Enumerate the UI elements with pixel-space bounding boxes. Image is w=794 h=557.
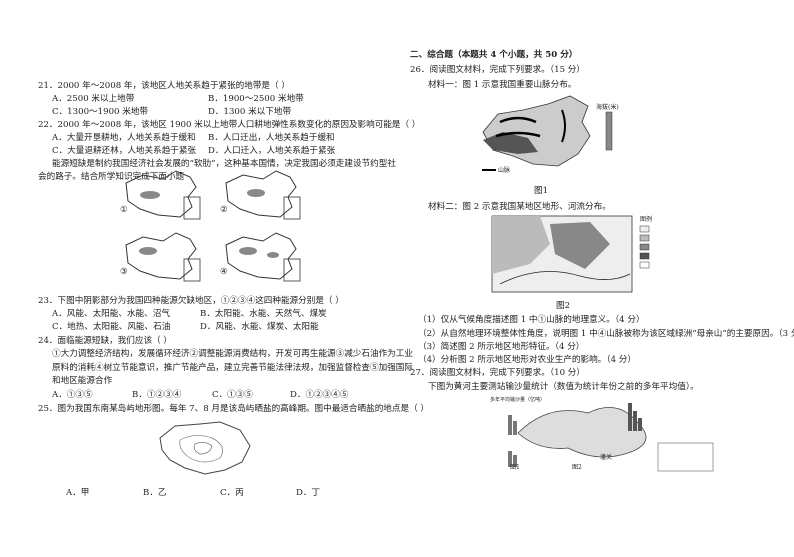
map-3: [125, 232, 201, 282]
q22-option-d: D．人口迁入，人地关系趋于紧张: [208, 146, 336, 156]
q26-sub-1: （1）仅从气候角度描述图 1 中①山脉的地理意义。（4 分）: [418, 315, 645, 325]
q25-option-b: B．乙: [143, 488, 167, 498]
figure-1-legend-title: 海拔(米): [596, 104, 619, 111]
map-1: [125, 170, 201, 220]
q25-stem: 25．图为我国东南某岛屿地形图。每年 7、8 月是该岛屿晒盐的高峰期。图中最适合…: [38, 404, 430, 414]
map-label-4: ④: [220, 267, 228, 277]
material-2: 材料二：图 2 示意我国某地区地形、河流分布。: [428, 202, 611, 212]
q27-text: 下图为黄河主要测站输沙量统计（数值为统计年份之前的多年平均值）。: [428, 382, 699, 392]
map-label-2: ②: [220, 205, 228, 215]
q24-stem: 24．面临能源短缺，我们应该（ ）: [38, 336, 172, 346]
q23-stem: 23．下图中阴影部分为我国四种能源欠缺地区，①②③④这四种能源分别是（ ）: [38, 296, 344, 306]
chart-title: 多年平均输沙量（亿吨）: [490, 397, 546, 403]
q24-body-3: 和地区能源合作: [52, 376, 113, 386]
map-label-1: ①: [120, 205, 128, 215]
q23-option-c: C．地热、太阳能、风能、石油: [52, 322, 171, 332]
figure-27-caption-2: 图2: [572, 464, 582, 471]
map-2: [225, 170, 301, 220]
intro-line-2: 会的路子。结合所学知识完成下面小题: [38, 172, 185, 182]
q26-sub-3: （3）简述图 2 所示地区地形特征。（4 分）: [418, 342, 585, 352]
q23-option-d: D．风能、水能、煤炭、太阳能: [200, 322, 319, 332]
q22-option-b: B．人口迁出，人地关系趋于缓和: [208, 133, 335, 143]
section-heading: 二、综合题（本题共 4 个小题，共 50 分）: [410, 50, 578, 60]
q21-option-b: B．1900～2500 米地带: [208, 94, 304, 104]
q21-stem: 21．2000 年～2008 年，该地区人地关系趋于紧张的地带是（ ）: [38, 81, 290, 91]
q22-stem: 22．2000 年～2008 年，该地区 1900 米以上地带人口耕地弹性系数变…: [38, 120, 421, 130]
q25-option-c: C．丙: [220, 488, 244, 498]
q24-body-2: 原料的消耗④树立节能意识，推广节能产品，建立完善节能法律法规，加强监督检查⑤加强…: [52, 363, 413, 373]
q26-sub-4: （4）分析图 2 所示地区地形对农业生产的影响。（4 分）: [418, 355, 636, 365]
q23-option-a: A．风能、太阳能、水能、沼气: [52, 309, 170, 319]
figure-1-caption: 图1: [534, 186, 549, 196]
q21-option-c: C．1300～1900 米地带: [52, 107, 149, 117]
map-4: [225, 232, 301, 282]
island-map: [159, 421, 251, 475]
q25-option-a: A．甲: [66, 488, 90, 498]
q24-option-a: A．①③⑤: [52, 390, 93, 400]
energy-maps-figure: [125, 170, 301, 282]
figure-27-caption-1: 图1: [510, 464, 520, 471]
q22-option-c: C．大量退耕还林，人地关系趋于紧张: [52, 146, 197, 156]
q27-stem: 27．阅读图文材料，完成下列要求。（10 分）: [410, 368, 585, 378]
figure-2-caption: 图2: [556, 301, 571, 311]
figure-2-legend-title: 图例: [640, 216, 653, 223]
q22-option-a: A．大量开垦耕地，人地关系趋于缓和: [52, 133, 196, 143]
q23-option-b: B．太阳能、水能、天然气、煤炭: [200, 309, 327, 319]
figure-1-mountain-legend: 山脉: [498, 167, 511, 174]
map-label-3: ③: [120, 267, 128, 277]
q21-option-d: D．1300 米以下地带: [208, 107, 292, 117]
intro-line-1: 能源短缺是制约我国经济社会发展的“软肋”，这种基本国情，决定我国必须走建设节约型…: [52, 159, 396, 169]
q24-option-c: C．①③⑤: [212, 390, 253, 400]
q24-option-b: B．①②③④: [132, 390, 182, 400]
yellow-river-sediment-figure: [508, 403, 714, 472]
q24-option-d: D．①②③④⑤: [290, 390, 349, 400]
q26-stem: 26．阅读图文材料，完成下列要求。（15 分）: [410, 65, 585, 75]
material-1: 材料一：图 1 示意我国重要山脉分布。: [428, 80, 577, 90]
q21-option-a: A．2500 米以上地带: [52, 94, 135, 104]
figure-1-mountain-map: [482, 95, 613, 171]
q25-option-d: D．丁: [296, 488, 321, 498]
q24-body-1: ①大力调整经济结构，发展循环经济②调整能源消费结构，开发可再生能源③减少石油作为…: [52, 349, 413, 359]
figure-2-terrain-map: [491, 215, 650, 293]
station-label: 潼关: [600, 454, 613, 461]
q26-sub-2: （2）从自然地理环境整体性角度，说明图 1 中④山脉被称为该区域绿洲“母亲山”的…: [418, 329, 794, 339]
